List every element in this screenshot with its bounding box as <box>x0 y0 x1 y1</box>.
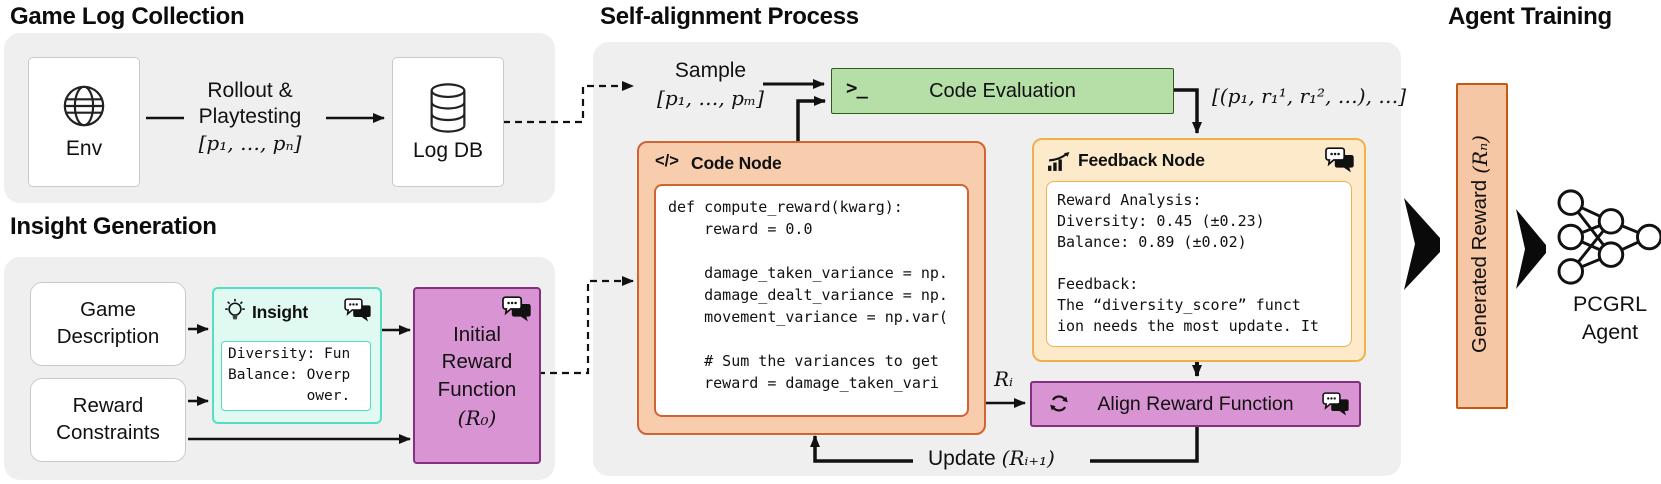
env-label: Env <box>65 137 103 160</box>
code-evaluation-node: >_ Code Evaluation <box>831 68 1174 114</box>
insight-node: Insight Diversity: Fun Balance: Overp ow… <box>212 287 382 424</box>
globe-icon <box>61 83 107 129</box>
code-evaluation-label: Code Evaluation <box>929 79 1076 102</box>
title-game-log-collection: Game Log Collection <box>10 3 245 30</box>
chat-bubbles-icon <box>1325 147 1355 173</box>
rollout-line2: Playtesting <box>198 104 302 128</box>
code-node: </> Code Node def compute_reward(kwarg):… <box>637 141 986 435</box>
generated-reward-box <box>1456 83 1508 409</box>
update-text: Update <box>928 447 996 470</box>
chart-icon <box>1047 151 1070 172</box>
reward-constraints-box: Reward Constraints <box>30 378 186 462</box>
title-insight-generation: Insight Generation <box>10 213 217 240</box>
align-reward-function-label: Align Reward Function <box>1097 392 1294 415</box>
big-arrow-icon <box>1516 209 1546 289</box>
neural-network-icon <box>1556 186 1661 288</box>
feedback-node: Feedback Node Reward Analysis: Diversity… <box>1032 138 1366 362</box>
results-math-label: [(p₁, r₁¹, r₁², …), …] <box>1212 84 1407 108</box>
title-self-alignment-process: Self-alignment Process <box>600 3 859 30</box>
rollout-math: [p₁, …, pₙ] <box>198 131 302 156</box>
rollout-line1: Rollout & <box>207 79 293 102</box>
feedback-node-content: Reward Analysis: Diversity: 0.45 (±0.23)… <box>1046 181 1352 347</box>
insight-note: Diversity: Fun Balance: Overp ower. <box>221 341 371 411</box>
update-label: Update (Rᵢ₊₁) <box>928 446 1055 471</box>
generated-reward-math: (Rₙ) <box>1468 135 1492 174</box>
game-description-box: Game Description <box>30 282 186 366</box>
initial-reward-function-node: Initial Reward Function (R₀) <box>413 287 541 464</box>
chat-bubbles-icon <box>1322 392 1350 416</box>
generated-reward-label: Generated Reward <box>1468 179 1491 353</box>
logdb-label: Log DB <box>412 138 484 162</box>
chat-bubbles-icon <box>344 298 372 322</box>
code-node-title: Code Node <box>691 153 782 173</box>
reward-constraints-label: Reward Constraints <box>56 394 160 444</box>
env-box: Env <box>28 57 140 187</box>
ri-math-label: Rᵢ <box>994 367 1014 391</box>
database-icon <box>426 82 470 134</box>
align-reward-function-node: Align Reward Function <box>1030 381 1361 427</box>
big-arrow-icon <box>1404 198 1440 290</box>
pcgrl-agent-label: PCGRL Agent <box>1572 292 1648 344</box>
feedback-node-title: Feedback Node <box>1078 150 1205 170</box>
chat-bubbles-icon <box>502 296 532 322</box>
code-brackets-icon: </> <box>655 152 679 170</box>
sample-math: [p₁, …, pₘ] <box>657 86 764 110</box>
insight-node-title: Insight <box>252 302 308 322</box>
generated-reward-label-group: Generated Reward (Rₙ) <box>1457 83 1503 405</box>
game-description-label: Game Description <box>56 298 160 348</box>
initial-reward-label: Initial Reward Function <box>437 323 517 401</box>
sample-label: Sample [p₁, …, pₘ] <box>648 59 773 110</box>
refresh-cycle-icon <box>1047 393 1071 414</box>
terminal-icon: >_ <box>846 77 868 99</box>
title-agent-training: Agent Training <box>1448 3 1612 30</box>
update-math: (Rᵢ₊₁) <box>1001 446 1055 470</box>
rollout-label: Rollout & Playtesting [p₁, …, pₙ] <box>175 78 325 156</box>
initial-reward-math: (R₀) <box>457 405 497 430</box>
sample-text: Sample <box>674 59 747 82</box>
logdb-box: Log DB <box>392 57 504 187</box>
lightbulb-icon <box>222 297 248 325</box>
code-node-content: def compute_reward(kwarg): reward = 0.0 … <box>654 184 969 417</box>
